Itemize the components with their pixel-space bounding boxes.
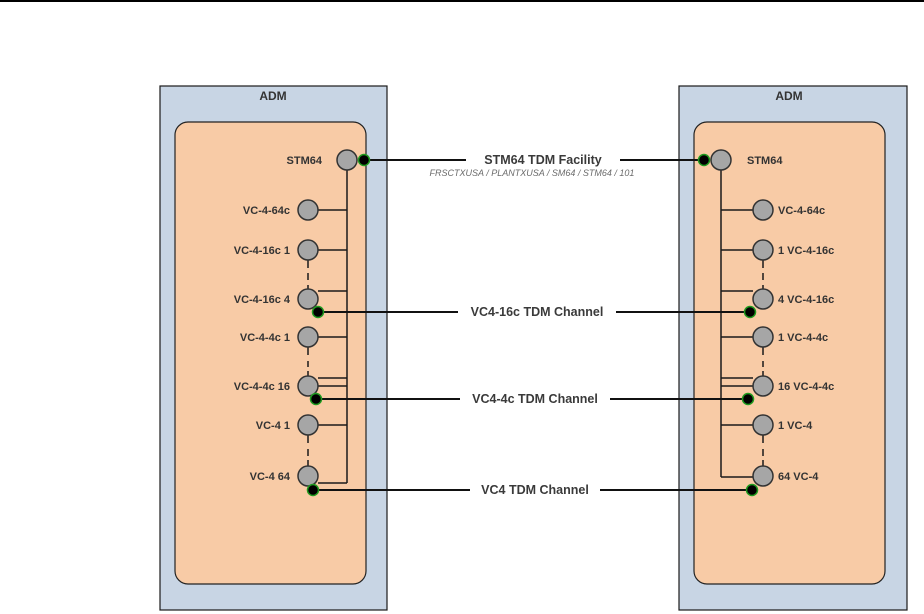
adm-title: ADM [259, 89, 286, 103]
link-vc4-channel[interactable]: VC4 TDM Channel [306, 483, 759, 497]
port-label: VC-4-4c 1 [240, 332, 290, 344]
adm-title: ADM [775, 89, 802, 103]
port-vc4-1[interactable]: 1 VC-4 [752, 414, 813, 436]
endpoint-left[interactable] [357, 153, 371, 167]
port-label: 1 VC-4-16c [778, 245, 834, 257]
link-label: VC4-4c TDM Channel [472, 392, 598, 406]
port-vc4-16c-1[interactable]: 1 VC-4-16c [752, 239, 834, 261]
port-vc4-16c-4[interactable]: VC-4-16c 4 [234, 288, 319, 310]
endpoint-right[interactable] [741, 392, 755, 406]
adm-device-right[interactable]: ADM STM64 VC-4-6 [678, 85, 908, 611]
port-vc4-64c[interactable]: VC-4-64c [752, 199, 825, 221]
port-vc4-4c-16[interactable]: 16 VC-4-4c [752, 375, 834, 397]
port-label: VC-4-64c [243, 205, 290, 217]
port-label: STM64 [287, 155, 323, 167]
port-vc4-64c[interactable]: VC-4-64c [243, 199, 319, 221]
port-label: STM64 [747, 155, 783, 167]
endpoint-right[interactable] [745, 483, 759, 497]
link-stm64-facility[interactable]: STM64 TDM Facility FRSCTXUSA / PLANTXUSA… [357, 153, 711, 178]
link-label: STM64 TDM Facility [484, 153, 601, 167]
port-label: 64 VC-4 [778, 471, 819, 483]
port-vc4-64[interactable]: VC-4 64 [250, 465, 319, 487]
port-label: 1 VC-4 [778, 420, 813, 432]
port-vc4-1[interactable]: VC-4 1 [256, 414, 319, 436]
internal-bus [307, 170, 348, 484]
adm-inner-panel [693, 121, 886, 585]
link-vc4-16c-channel[interactable]: VC4-16c TDM Channel [311, 305, 757, 319]
link-vc4-4c-channel[interactable]: VC4-4c TDM Channel [309, 392, 755, 406]
port-label: VC-4-16c 1 [234, 245, 290, 257]
endpoint-left[interactable] [311, 305, 325, 319]
port-stm64[interactable]: STM64 [287, 149, 358, 171]
page-top-rule [0, 0, 924, 2]
port-label: VC-4 64 [250, 471, 291, 483]
port-label: VC-4-16c 4 [234, 294, 291, 306]
port-label: VC-4-64c [778, 205, 825, 217]
port-vc4-4c-1[interactable]: 1 VC-4-4c [752, 326, 828, 348]
adm-device-left[interactable]: ADM STM64 [159, 85, 388, 611]
adm-inner-panel [174, 121, 367, 585]
endpoint-left[interactable] [306, 483, 320, 497]
port-vc4-64[interactable]: 64 VC-4 [752, 465, 819, 487]
link-sublabel: FRSCTXUSA / PLANTXUSA / SM64 / STM64 / 1… [430, 168, 635, 178]
port-label: 16 VC-4-4c [778, 381, 834, 393]
endpoint-right[interactable] [743, 305, 757, 319]
internal-bus [720, 170, 764, 478]
link-label: VC4-16c TDM Channel [471, 305, 604, 319]
endpoint-left[interactable] [309, 392, 323, 406]
port-label: 4 VC-4-16c [778, 294, 834, 306]
port-vc4-4c-1[interactable]: VC-4-4c 1 [240, 326, 319, 348]
port-label: VC-4-4c 16 [234, 381, 290, 393]
port-vc4-4c-16[interactable]: VC-4-4c 16 [234, 375, 319, 397]
port-label: 1 VC-4-4c [778, 332, 828, 344]
port-label: VC-4 1 [256, 420, 290, 432]
endpoint-right[interactable] [697, 153, 711, 167]
link-label: VC4 TDM Channel [481, 483, 589, 497]
port-vc4-16c-1[interactable]: VC-4-16c 1 [234, 239, 319, 261]
port-vc4-16c-4[interactable]: 4 VC-4-16c [752, 288, 834, 310]
port-stm64[interactable]: STM64 [710, 149, 783, 171]
